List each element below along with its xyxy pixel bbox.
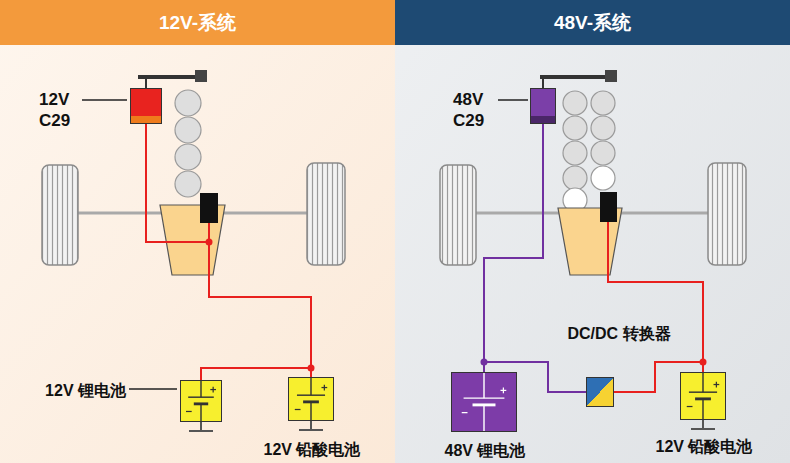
part-label: 12V 铅酸电池: [656, 437, 753, 457]
panel-title: 48V-系统: [554, 10, 631, 36]
junction-dot: [308, 365, 315, 372]
header-band: 48V-系统: [395, 0, 790, 45]
battery-cell: [681, 373, 725, 419]
c29-unit: 12V C29: [130, 88, 162, 124]
part-label: 12V 铅酸电池: [264, 440, 361, 460]
part-label: 48V C29: [453, 89, 497, 132]
left-ground: [0, 0, 395, 463]
right-ground: [395, 0, 790, 463]
battery-symbol: 12V 铅酸电池: [680, 372, 726, 420]
wire: [484, 124, 543, 372]
junction-dot: [481, 359, 488, 366]
battery-symbol: 12V 铅酸电池: [288, 377, 334, 421]
part-label: DC/DC 转换器: [567, 324, 670, 344]
battery-cell: [289, 378, 333, 420]
part-label: 12V 锂电池: [45, 381, 126, 401]
battery-symbol: 48V 锂电池: [451, 372, 517, 432]
dcdc-converter: DC/DC 转换器: [586, 377, 614, 407]
part-label: 12V C29: [39, 89, 83, 132]
system-panel: 12V-系统 12V C29 12V 锂电池 12V 铅酸电池: [0, 0, 395, 463]
battery-symbol: 12V 锂电池: [180, 380, 222, 422]
part-label: 48V 锂电池: [445, 441, 526, 461]
junction-dot: [206, 239, 213, 246]
junction-dot: [700, 359, 707, 366]
battery-cell: [452, 373, 516, 431]
header-band: 12V-系统: [0, 0, 395, 45]
panel-title: 12V-系统: [159, 10, 236, 36]
battery-cell: [181, 381, 221, 421]
c29-unit: 48V C29: [530, 88, 556, 124]
wire: [146, 124, 311, 377]
system-panel: 48V-系统 48V C29 48V 锂电池 DC/DC 转换器 12V 铅酸电池: [395, 0, 790, 463]
left-vehicle: [42, 70, 345, 431]
